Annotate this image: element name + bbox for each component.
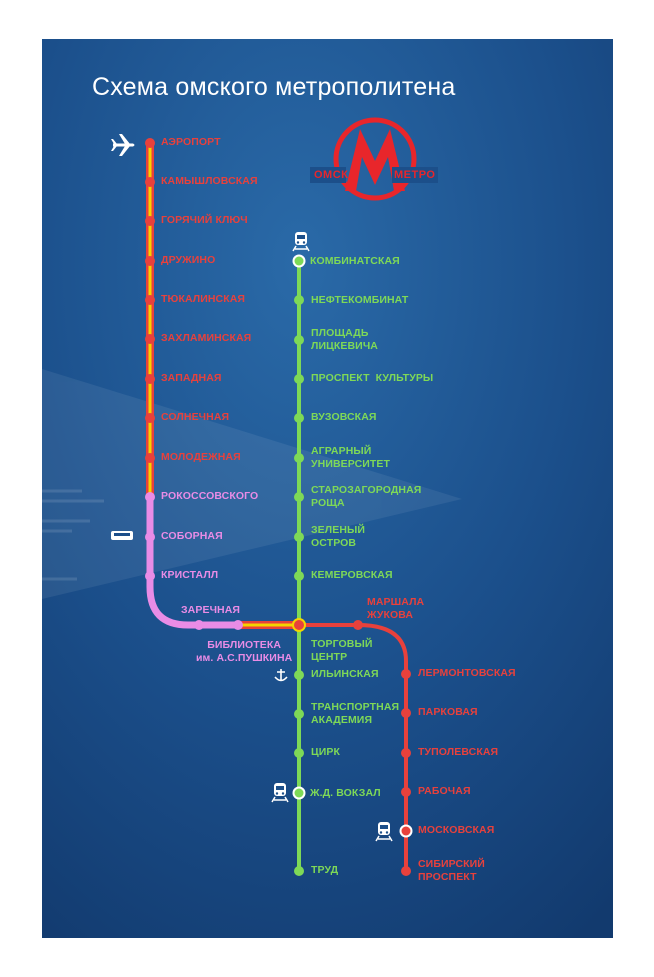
- station-label-zarechnaya[interactable]: ЗАРЕЧНАЯ: [181, 604, 241, 616]
- station-dot-transportnaya-akademiya[interactable]: [294, 709, 304, 719]
- station-label-agrarnyy-universitet[interactable]: АГРАРНЫЙ УНИВЕРСИТЕТ: [311, 445, 391, 470]
- logo-text-omsk: ОМСК: [314, 169, 349, 181]
- station-label-prospekt-kultury[interactable]: ПРОСПЕКТ КУЛЬТУРЫ: [311, 372, 434, 384]
- logo-ring: [333, 117, 417, 201]
- station-dot-goryachiy-klyuch[interactable]: [145, 216, 155, 226]
- anchor-icon: [274, 669, 288, 682]
- station-label-goryachiy-klyuch[interactable]: ГОРЯЧИЙ КЛЮЧ: [161, 214, 248, 226]
- station-label-zhd-vokzal[interactable]: Ж.Д. ВОКЗАЛ: [310, 787, 381, 799]
- station-label-tsirk[interactable]: ЦИРК: [311, 746, 341, 758]
- station-label-zelenyy-ostrov[interactable]: ЗЕЛЕНЫЙ ОСТРОВ: [311, 524, 366, 549]
- station-label-kamyshlovskaya[interactable]: КАМЫШЛОВСКАЯ: [161, 175, 258, 187]
- station-label-rabochaya[interactable]: РАБОЧАЯ: [418, 785, 471, 797]
- station-dot-tsirk[interactable]: [294, 748, 304, 758]
- station-dot-kamyshlovskaya[interactable]: [145, 177, 155, 187]
- station-label-zapadnaya[interactable]: ЗАПАДНАЯ: [161, 372, 222, 384]
- station-label-kemerovskaya[interactable]: КЕМЕРОВСКАЯ: [311, 569, 393, 581]
- station-dot-agrarnyy-universitet[interactable]: [294, 453, 304, 463]
- station-dot-parkovaya[interactable]: [401, 708, 411, 718]
- interchange-dot[interactable]: [294, 620, 304, 630]
- station-dot-zakhlaminskaya[interactable]: [145, 334, 155, 344]
- metro-map-canvas: [42, 39, 613, 938]
- station-dot-lermontovskaya[interactable]: [401, 669, 411, 679]
- station-dot-starozagorodnaya-roshcha[interactable]: [294, 492, 304, 502]
- station-label-parkovaya[interactable]: ПАРКОВАЯ: [418, 706, 478, 718]
- logo-gap-left: [310, 167, 346, 183]
- station-dot-kombinatskaya[interactable]: [294, 256, 304, 266]
- station-dot-marshala-zhukova[interactable]: [353, 620, 363, 630]
- station-dot-ploshchad-litskevicha[interactable]: [294, 335, 304, 345]
- station-dot-neftekombinat[interactable]: [294, 295, 304, 305]
- station-label-ilinskaya[interactable]: ИЛЬИНСКАЯ: [311, 668, 379, 680]
- station-dot-rokossovskogo[interactable]: [145, 492, 155, 502]
- station-dot-vuzovskaya[interactable]: [294, 413, 304, 423]
- station-label-trud[interactable]: ТРУД: [311, 864, 339, 876]
- station-label-solnechnaya[interactable]: СОЛНЕЧНАЯ: [161, 411, 230, 423]
- metro-map: Схема омского метрополитена ОМСК МЕТРО А…: [42, 39, 613, 938]
- station-label-tyukalinskaya[interactable]: ТЮКАЛИНСКАЯ: [161, 293, 246, 305]
- logo-gap-right: [392, 167, 438, 183]
- station-dot-druzhino[interactable]: [145, 256, 155, 266]
- station-dot-zhd-vokzal[interactable]: [294, 788, 304, 798]
- station-dot-ilinskaya[interactable]: [294, 670, 304, 680]
- map-title: Схема омского метрополитена: [92, 73, 456, 101]
- station-label-transportnaya-akademiya[interactable]: ТРАНСПОРТНАЯ АКАДЕМИЯ: [311, 701, 400, 726]
- train-icon: [292, 232, 310, 252]
- train-icon: [375, 822, 393, 842]
- background-wing-stripes: [42, 489, 104, 581]
- station-label-neftekombinat[interactable]: НЕФТЕКОМБИНАТ: [311, 294, 409, 306]
- station-label-ploshchad-litskevicha[interactable]: ПЛОЩАДЬ ЛИЦКЕВИЧА: [311, 327, 378, 352]
- station-label-tupolevskaya[interactable]: ТУПОЛЕВСКАЯ: [418, 746, 499, 758]
- station-dot-moskovskaya[interactable]: [401, 826, 411, 836]
- station-dot-prospekt-kultury[interactable]: [294, 374, 304, 384]
- station-label-molodezhnaya[interactable]: МОЛОДЕЖНАЯ: [161, 451, 241, 463]
- logo-m-letter: [345, 129, 405, 191]
- tram-icon: [111, 531, 133, 540]
- station-dot-zapadnaya[interactable]: [145, 374, 155, 384]
- station-label-lermontovskaya[interactable]: ЛЕРМОНТОВСКАЯ: [418, 667, 516, 679]
- line-pink: [146, 494, 298, 629]
- station-dot-rabochaya[interactable]: [401, 787, 411, 797]
- station-label-starozagorodnaya-roshcha[interactable]: СТАРОЗАГОРОДНАЯ РОЩА: [311, 484, 422, 509]
- omsk-metro-logo: [310, 117, 438, 201]
- station-dot-sobornaya[interactable]: [145, 532, 155, 542]
- station-dot-aeroport[interactable]: [145, 138, 155, 148]
- station-dot-tyukalinskaya[interactable]: [145, 295, 155, 305]
- station-label-vuzovskaya[interactable]: ВУЗОВСКАЯ: [311, 411, 377, 423]
- map-background: [42, 39, 613, 938]
- station-label-sibirskiy-prospekt[interactable]: СИБИРСКИЙ ПРОСПЕКТ: [418, 858, 485, 883]
- station-dot-solnechnaya[interactable]: [145, 413, 155, 423]
- station-label-marshala-zhukova[interactable]: МАРШАЛА ЖУКОВА: [367, 596, 425, 621]
- station-dot-sibirskiy-prospekt[interactable]: [401, 866, 411, 876]
- station-label-torgovyy-tsentr[interactable]: ТОРГОВЫЙ ЦЕНТР: [311, 638, 373, 663]
- station-label-aeroport[interactable]: АЭРОПОРТ: [161, 136, 221, 148]
- airplane-icon: [111, 134, 135, 156]
- station-label-biblioteka[interactable]: БИБЛИОТЕКА им. А.С.ПУШКИНА: [196, 639, 293, 664]
- station-dot-biblioteka[interactable]: [233, 620, 243, 630]
- station-label-kristall[interactable]: КРИСТАЛЛ: [161, 569, 219, 581]
- station-dot-molodezhnaya[interactable]: [145, 453, 155, 463]
- station-dot-trud[interactable]: [294, 866, 304, 876]
- station-dot-zarechnaya[interactable]: [194, 620, 204, 630]
- train-icon: [271, 783, 289, 803]
- station-dot-kemerovskaya[interactable]: [294, 571, 304, 581]
- station-label-druzhino[interactable]: ДРУЖИНО: [161, 254, 216, 266]
- logo-text-metro: МЕТРО: [394, 169, 436, 181]
- station-dot-tupolevskaya[interactable]: [401, 748, 411, 758]
- station-label-moskovskaya[interactable]: МОСКОВСКАЯ: [418, 824, 495, 836]
- station-label-zakhlaminskaya[interactable]: ЗАХЛАМИНСКАЯ: [161, 332, 252, 344]
- station-label-rokossovskogo[interactable]: РОКОССОВСКОГО: [161, 490, 259, 502]
- station-dot-zelenyy-ostrov[interactable]: [294, 532, 304, 542]
- station-dot-kristall[interactable]: [145, 571, 155, 581]
- station-label-sobornaya[interactable]: СОБОРНАЯ: [161, 530, 223, 542]
- station-label-kombinatskaya[interactable]: КОМБИНАТСКАЯ: [310, 255, 400, 267]
